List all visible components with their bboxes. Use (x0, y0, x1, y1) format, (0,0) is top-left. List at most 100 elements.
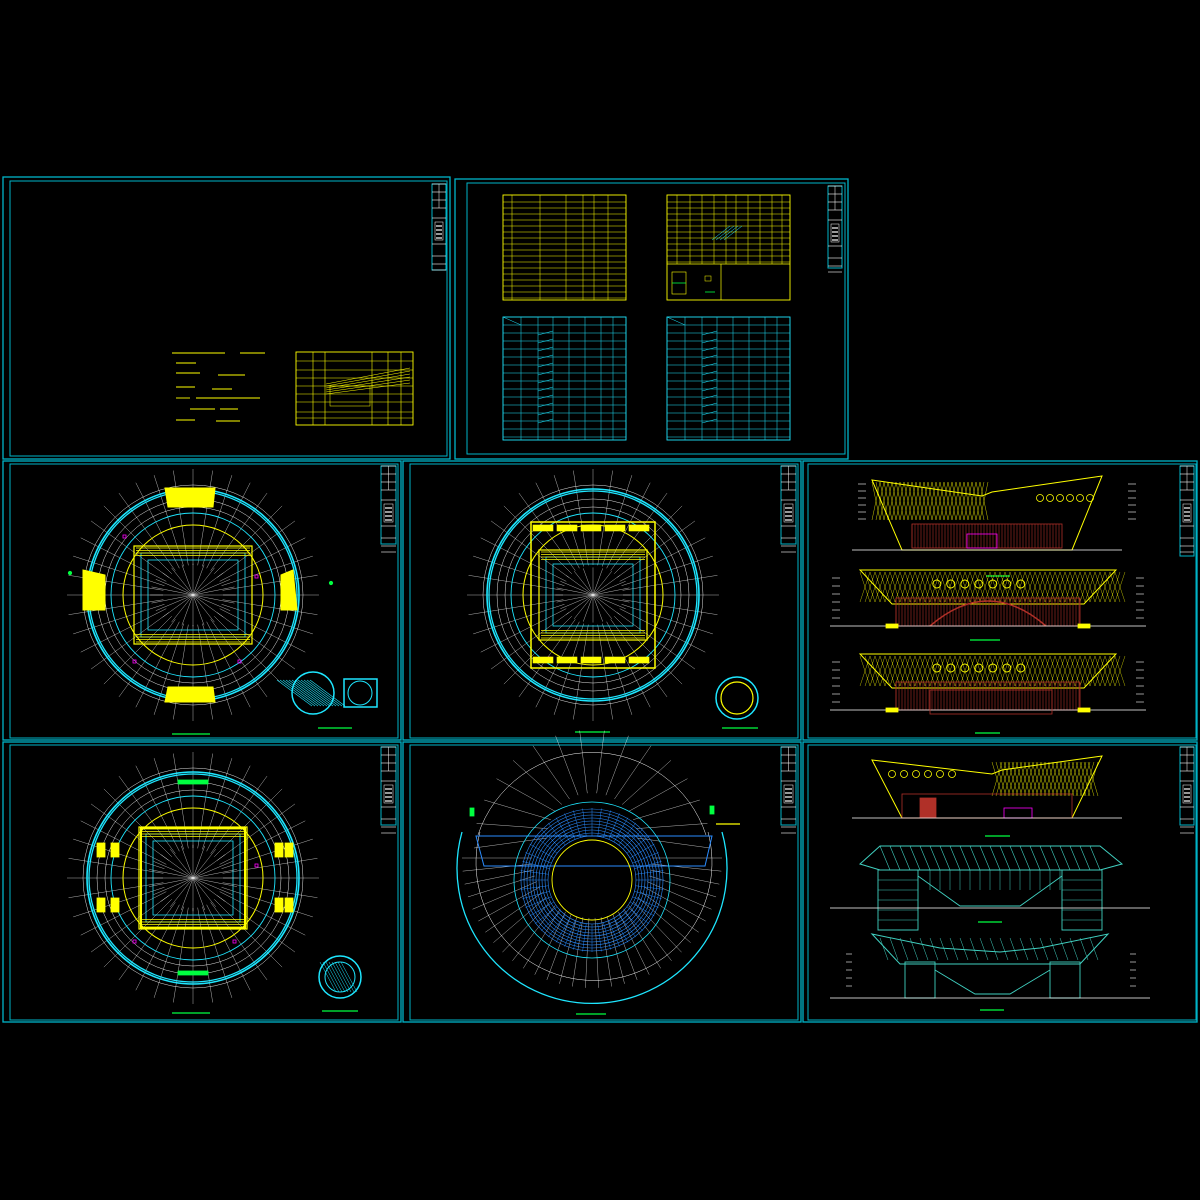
roof-lattice (989, 655, 1001, 687)
roof-lattice (1075, 761, 1087, 797)
title-block (380, 465, 397, 553)
entrance-marker (177, 779, 209, 785)
court-hatch (160, 877, 194, 902)
sheet-elevations-1[interactable] (802, 460, 1198, 741)
seating-section (580, 524, 602, 532)
truss-web (1029, 845, 1041, 871)
title-block (431, 183, 447, 271)
sheet-plan-2[interactable] (402, 460, 802, 741)
table-diagonal (711, 225, 731, 241)
seating-section (556, 656, 578, 664)
roof-lattice (1089, 571, 1101, 603)
truss-web (1009, 937, 1019, 961)
table-frame (502, 316, 627, 441)
grid-ring (488, 490, 698, 700)
roof-lattice (919, 481, 929, 521)
roof-lattice (1014, 655, 1026, 687)
roof-lattice (979, 481, 989, 521)
seating-section (628, 656, 650, 664)
table-diagonal (537, 418, 554, 424)
table-diagonal (537, 410, 554, 416)
roof-rib (467, 875, 535, 898)
roof-panel-rib (634, 891, 662, 899)
roof-lattice (864, 571, 876, 603)
roof-lattice (1067, 761, 1079, 797)
roof-rib (502, 901, 551, 953)
roof-lattice (929, 655, 941, 687)
court-hatch (592, 587, 630, 596)
roof-panel-rib (613, 817, 629, 843)
stair-core (284, 897, 294, 913)
roof-lattice (1109, 655, 1121, 687)
table-frame (295, 351, 414, 426)
table-diagonal (701, 346, 718, 352)
roof-panel-rib (564, 920, 576, 947)
detail-hatch (306, 679, 343, 707)
detail-hatch (303, 679, 340, 707)
roof-ornament (1002, 663, 1012, 673)
title-block-name-cell (383, 784, 394, 804)
roof-panel-rib (522, 891, 550, 899)
roof-ornament (932, 663, 942, 673)
sheet-sections[interactable] (802, 741, 1198, 1023)
truss-web (1069, 937, 1079, 961)
sheet-notes[interactable] (2, 176, 451, 460)
roof-lattice (999, 571, 1011, 603)
circular-floor-plan (467, 469, 758, 733)
sheet-outer-border (2, 176, 451, 460)
roof-rib (484, 799, 551, 820)
court-hatch (192, 564, 205, 596)
truss-web (1059, 845, 1071, 871)
roof-lattice (947, 481, 957, 521)
detail-hatch (340, 961, 358, 993)
roof-lattice (914, 571, 926, 603)
roof-lattice (935, 481, 945, 521)
table-diagonal (701, 402, 718, 408)
detail-hatch (328, 961, 346, 993)
roof-lattice (1047, 761, 1059, 797)
entrance-wing (164, 487, 216, 508)
court-hatch (160, 854, 194, 879)
roof-rib (649, 875, 717, 898)
finish-schedule-table-1 (502, 316, 627, 441)
sheet-roof[interactable] (402, 730, 802, 1023)
roof-rib (493, 896, 547, 943)
roof-panel-rib (547, 822, 566, 846)
truss-web (1039, 937, 1049, 961)
detail-hatch (300, 679, 337, 707)
title-block (780, 746, 797, 834)
roof-lattice (1009, 571, 1021, 603)
sheet-inner-border (466, 182, 846, 455)
table-diagonal (537, 394, 554, 400)
sheet-plan-3[interactable] (2, 741, 402, 1023)
facade-entrance (966, 533, 998, 549)
truss-web (1089, 845, 1101, 871)
truss-web (969, 845, 981, 871)
roof-rib (472, 881, 537, 910)
roof-rib (621, 760, 672, 805)
sheet-plan-1[interactable] (2, 460, 402, 741)
sheet-outer-border (2, 741, 402, 1023)
stair-marker (132, 659, 137, 664)
table-diagonal (325, 370, 411, 387)
truss-web (899, 937, 909, 961)
court-hatch (560, 581, 594, 596)
court-hatch (192, 594, 205, 626)
stair-core (110, 897, 120, 913)
stair-marker (254, 863, 259, 868)
roof-lattice (1039, 761, 1051, 797)
roof-lattice (1079, 655, 1091, 687)
detail-hatch (309, 679, 346, 707)
sheet-schedules[interactable] (454, 178, 849, 460)
table-diagonal (701, 386, 718, 392)
roof-lattice (1084, 571, 1096, 603)
truss-web (879, 845, 891, 871)
roof-lattice (989, 571, 1001, 603)
roof-lattice (1035, 761, 1047, 797)
roof-lattice (959, 655, 971, 687)
detail-hatch (322, 961, 340, 993)
detail-hatch (297, 679, 334, 707)
roof-lattice (963, 481, 973, 521)
detail-hatch (294, 679, 331, 707)
court-hatch (192, 877, 233, 895)
